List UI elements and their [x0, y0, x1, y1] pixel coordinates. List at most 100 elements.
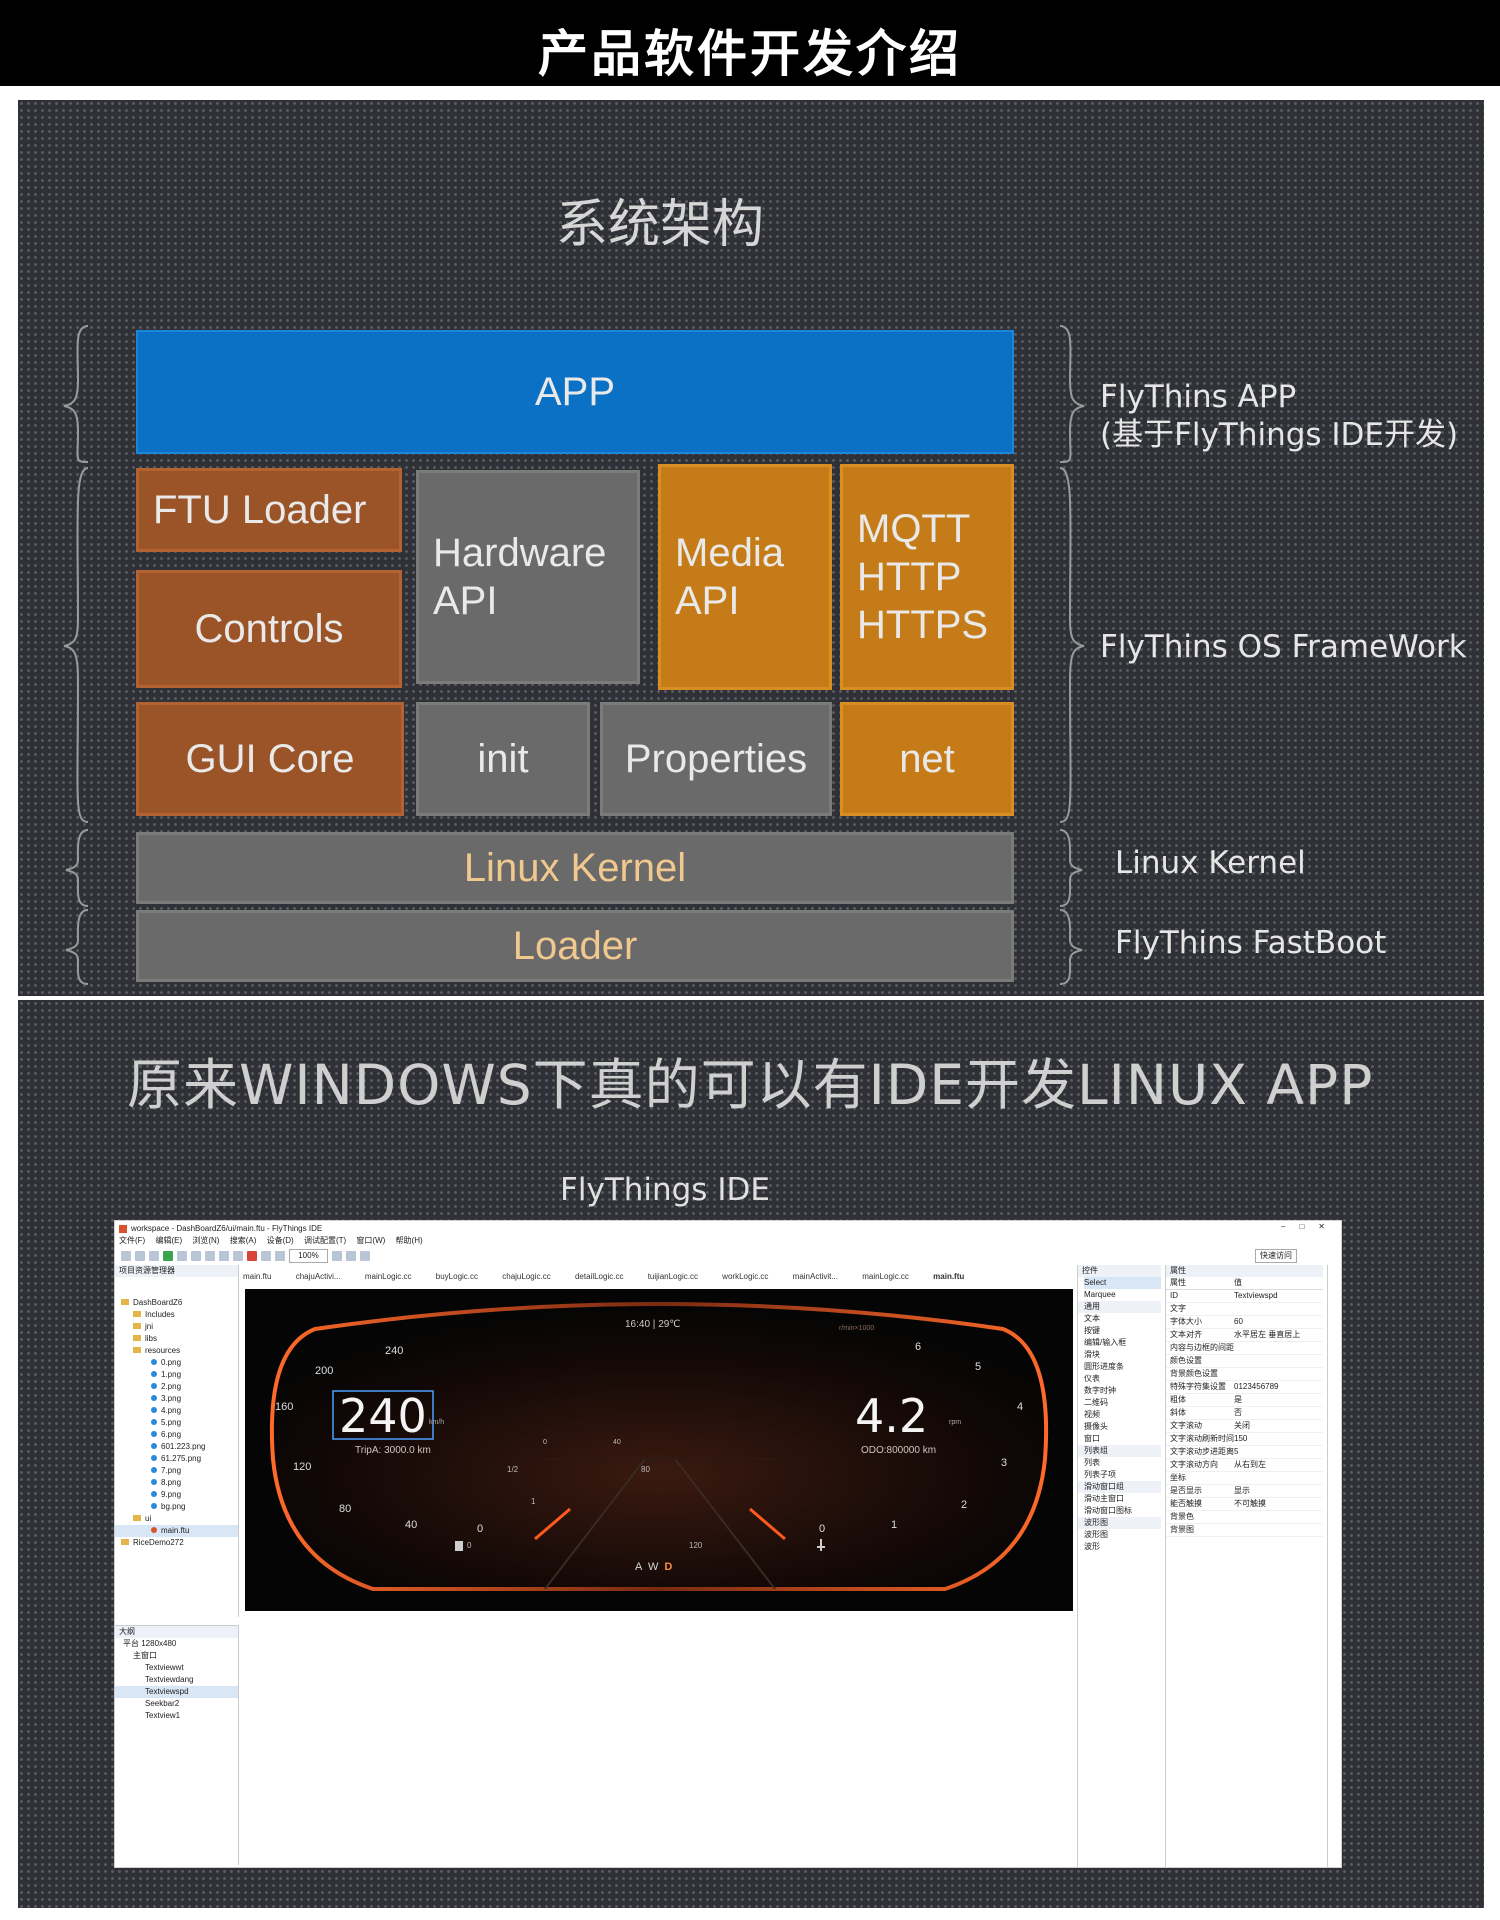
tab-main-logic[interactable]: mainLogic.cc — [364, 1272, 412, 1281]
minimize-button[interactable]: – — [1281, 1222, 1300, 1231]
property-value[interactable]: Textviewspd — [1234, 1291, 1278, 1300]
widget-circle-progress[interactable]: 圆形进度条 — [1084, 1362, 1124, 1371]
property-value[interactable]: 是 — [1234, 1395, 1242, 1404]
tab-tuijian-logic[interactable]: tuijianLogic.cc — [647, 1272, 698, 1281]
tree-item[interactable]: 2.png — [115, 1381, 238, 1393]
widget-gauge[interactable]: 仪表 — [1084, 1374, 1100, 1383]
widget-button[interactable]: 按键 — [1084, 1326, 1100, 1335]
widget-window[interactable]: 窗口 — [1084, 1434, 1100, 1443]
tab-main-activity[interactable]: mainActivit... — [792, 1272, 838, 1281]
widget-camera[interactable]: 摄像头 — [1084, 1422, 1108, 1431]
tree-item[interactable]: 7.png — [115, 1465, 238, 1477]
property-row[interactable]: 背景颜色设置 — [1166, 1368, 1323, 1381]
widget-slider[interactable]: 滑块 — [1084, 1350, 1100, 1359]
tree-item[interactable]: 3.png — [115, 1393, 238, 1405]
widget-slide-main[interactable]: 滑动主窗口 — [1084, 1494, 1124, 1503]
align-right-icon[interactable] — [359, 1251, 370, 1261]
outline-item[interactable]: 主窗口 — [133, 1651, 157, 1660]
design-canvas[interactable]: 16:40 | 29℃ 240 km/h TripA: 3000.0 km 4.… — [245, 1289, 1073, 1611]
property-row[interactable]: 坐标 — [1166, 1472, 1323, 1485]
tree-item[interactable]: bg.png — [115, 1501, 238, 1513]
widget-select[interactable]: Select — [1084, 1277, 1161, 1289]
tree-item[interactable]: 8.png — [115, 1477, 238, 1489]
zoom-in-icon[interactable] — [261, 1251, 271, 1261]
menu-search[interactable]: 搜索(A) — [229, 1236, 257, 1245]
property-row[interactable]: 斜体否 — [1166, 1407, 1323, 1420]
tree-item[interactable]: 9.png — [115, 1489, 238, 1501]
download-icon[interactable] — [205, 1251, 215, 1261]
run-icon[interactable] — [163, 1251, 173, 1261]
tab-main-logic-2[interactable]: mainLogic.cc — [862, 1272, 909, 1281]
tab-buy-logic[interactable]: buyLogic.cc — [435, 1272, 479, 1281]
align-left-icon[interactable] — [331, 1251, 342, 1261]
zoom-select[interactable]: 100% — [289, 1249, 328, 1263]
tab-chaju-logic[interactable]: chajuLogic.cc — [502, 1272, 551, 1281]
tree-item[interactable]: 0.png — [115, 1357, 238, 1369]
menu-edit[interactable]: 编辑(E) — [155, 1236, 183, 1245]
build-icon[interactable] — [191, 1251, 201, 1261]
property-value[interactable]: 60 — [1234, 1317, 1243, 1326]
tab-work-logic[interactable]: workLogic.cc — [722, 1272, 769, 1281]
property-row[interactable]: 文字滚动关闭 — [1166, 1420, 1323, 1433]
maximize-button[interactable]: □ — [1299, 1222, 1319, 1231]
property-row[interactable]: 文字滚动方向从右到左 — [1166, 1459, 1323, 1472]
widget-qrcode[interactable]: 二维码 — [1084, 1398, 1108, 1407]
property-value[interactable]: 从右到左 — [1234, 1460, 1266, 1469]
widget-wave[interactable]: 波形 — [1084, 1542, 1100, 1551]
undo-icon[interactable] — [219, 1251, 229, 1261]
tab-detail-logic[interactable]: detailLogic.cc — [574, 1272, 624, 1281]
widget-edit[interactable]: 编辑/输入框 — [1084, 1338, 1127, 1347]
outline-item[interactable]: Textview1 — [145, 1711, 181, 1720]
quick-access-input[interactable]: 快速访问 — [1255, 1249, 1297, 1263]
menu-file[interactable]: 文件(F) — [119, 1236, 146, 1245]
widget-wave-view[interactable]: 波形图 — [1084, 1530, 1108, 1539]
save-icon[interactable] — [135, 1251, 145, 1261]
property-row[interactable]: 文字 — [1166, 1303, 1323, 1316]
outline-item[interactable]: Textviewdang — [145, 1675, 194, 1684]
tree-item[interactable]: 6.png — [115, 1429, 238, 1441]
property-value[interactable]: 0123456789 — [1234, 1382, 1279, 1391]
property-row[interactable]: 能否触摸不可触摸 — [1166, 1498, 1323, 1511]
property-row[interactable]: 背景图 — [1166, 1524, 1323, 1537]
widget-slide-icon[interactable]: 滑动窗口图标 — [1084, 1506, 1132, 1515]
property-row[interactable]: 是否显示显示 — [1166, 1485, 1323, 1498]
property-row[interactable]: 内容与边框的间距 — [1166, 1342, 1323, 1355]
property-row[interactable]: 文本对齐水平居左 垂直居上 — [1166, 1329, 1323, 1342]
property-value[interactable]: 5 — [1234, 1447, 1239, 1456]
menu-debug-config[interactable]: 调试配置(T) — [303, 1236, 347, 1245]
property-row[interactable]: 粗体是 — [1166, 1394, 1323, 1407]
menu-device[interactable]: 设备(D) — [266, 1236, 294, 1245]
redo-icon[interactable] — [233, 1251, 243, 1261]
tree-item[interactable]: 61.275.png — [115, 1453, 238, 1465]
debug-icon[interactable] — [177, 1251, 187, 1261]
tab-chaju-activity[interactable]: chajuActivi... — [295, 1272, 341, 1281]
menu-navigate[interactable]: 浏览(N) — [192, 1236, 220, 1245]
widget-list-item[interactable]: 列表子项 — [1084, 1470, 1116, 1479]
menu-window[interactable]: 窗口(W) — [356, 1236, 386, 1245]
outline-item-selected[interactable]: Textviewspd — [115, 1686, 238, 1698]
tree-item[interactable]: 1.png — [115, 1369, 238, 1381]
property-row[interactable]: 颜色设置 — [1166, 1355, 1323, 1368]
outline-item[interactable]: Textviewwt — [145, 1663, 184, 1672]
widget-marquee[interactable]: Marquee — [1084, 1290, 1116, 1299]
property-value[interactable]: 关闭 — [1234, 1421, 1250, 1430]
zoom-out-icon[interactable] — [275, 1251, 285, 1261]
tree-item[interactable]: libs — [115, 1333, 238, 1345]
tree-item[interactable]: 5.png — [115, 1417, 238, 1429]
new-icon[interactable] — [121, 1251, 131, 1261]
widget-list[interactable]: 列表 — [1084, 1458, 1100, 1467]
menu-help[interactable]: 帮助(H) — [395, 1236, 423, 1245]
tree-item-selected[interactable]: main.ftu — [115, 1525, 238, 1537]
tree-item[interactable]: resources — [115, 1345, 238, 1357]
tree-item[interactable]: jni — [115, 1321, 238, 1333]
print-icon[interactable] — [149, 1251, 159, 1261]
outline-item[interactable]: Seekbar2 — [145, 1699, 180, 1708]
property-value[interactable]: 水平居左 垂直居上 — [1234, 1330, 1301, 1339]
property-value[interactable]: 否 — [1234, 1408, 1242, 1417]
property-value[interactable]: 不可触摸 — [1234, 1499, 1266, 1508]
